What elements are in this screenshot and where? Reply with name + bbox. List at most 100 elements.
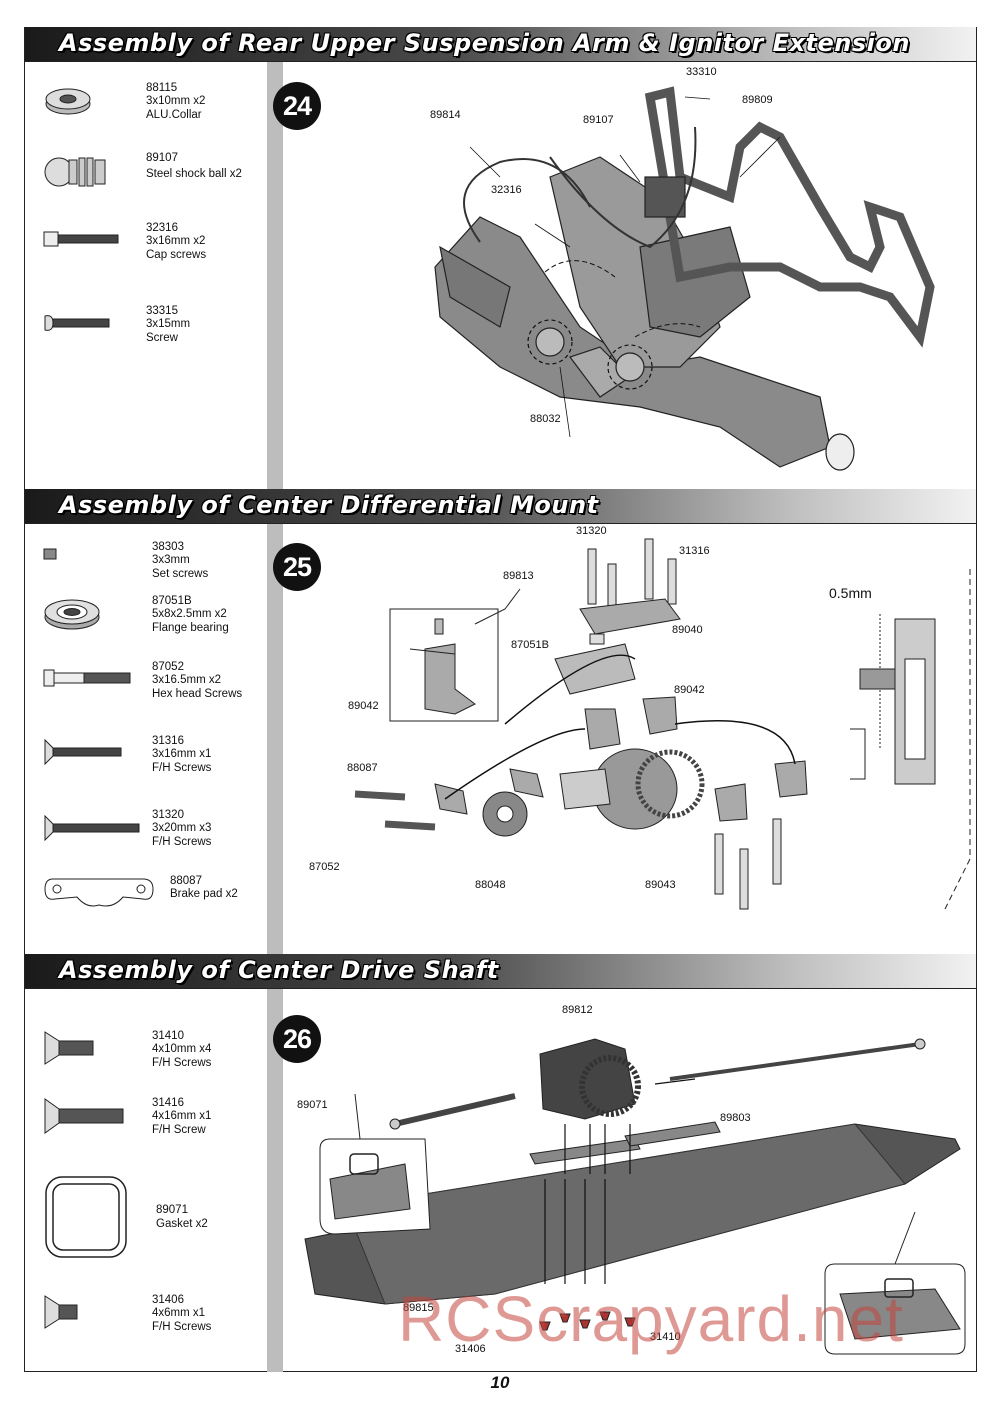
part-item: 88115 3x10mm x2 ALU.Collar: [25, 82, 265, 132]
part-description: 3x15mm Screw: [146, 318, 191, 344]
callout-label: 31406: [455, 1343, 486, 1355]
callout-label: 89040: [672, 624, 703, 636]
part-number: 87052: [152, 661, 184, 673]
flat-head-screw-icon: [44, 739, 122, 765]
callout-label: 88087: [347, 762, 378, 774]
center-diff-mount-diagram: [354, 538, 971, 910]
part-item: 31320 3x20mm x3 F/H Screws: [25, 809, 265, 854]
part-number: 89071: [156, 1204, 188, 1216]
step-badge: 26: [273, 1015, 321, 1063]
section-title: Assembly of Center Drive Shaft: [59, 956, 499, 984]
section-25: Assembly of Center Differential Mount 38…: [25, 489, 976, 954]
callout-label: 0.5mm: [829, 585, 872, 601]
flat-head-screw-icon: [44, 1098, 124, 1134]
part-description: Gasket x2: [156, 1218, 208, 1230]
callout-label: 89803: [720, 1112, 751, 1124]
part-number: 88087: [170, 875, 202, 887]
flat-head-screw-icon: [44, 1031, 94, 1065]
part-item: 31410 4x10mm x4 F/H Screws: [25, 1030, 265, 1075]
column-divider: [267, 524, 283, 954]
center-drive-shaft-diagram: [304, 1038, 966, 1355]
part-item: 33315 3x15mm Screw: [25, 305, 265, 355]
part-description: 3x16.5mm x2 Hex head Screws: [152, 674, 243, 700]
callout-label: 89043: [645, 879, 676, 891]
part-description: Steel shock ball x2: [146, 168, 242, 180]
section-banner: Assembly of Rear Upper Suspension Arm & …: [25, 27, 976, 62]
part-number: 31406: [152, 1294, 184, 1306]
callout-label: 89813: [503, 570, 534, 582]
section-title: Assembly of Center Differential Mount: [59, 491, 599, 519]
part-description: 4x16mm x1 F/H Screw: [152, 1110, 212, 1136]
part-number: 31320: [152, 809, 184, 821]
rear-suspension-diagram: [434, 86, 935, 471]
button-screw-icon: [44, 315, 110, 331]
part-number: 38303: [152, 541, 184, 553]
part-number: 87051B: [152, 595, 192, 607]
callout-label: 89809: [742, 94, 773, 106]
part-item: 31406 4x6mm x1 F/H Screws: [25, 1294, 265, 1339]
flange-bearing-icon: [44, 599, 100, 630]
part-item: 31416 4x16mm x1 F/H Screw: [25, 1097, 265, 1142]
part-number: 32316: [146, 222, 178, 234]
callout-label: 89814: [430, 109, 461, 121]
page-number: 10: [490, 1373, 510, 1392]
alu-collar-icon: [45, 88, 91, 115]
part-item: 88087 Brake pad x2: [25, 875, 265, 920]
part-item: 89107 Steel shock ball x2: [25, 152, 265, 202]
callout-label: 88032: [530, 413, 561, 425]
section-title: Assembly of Rear Upper Suspension Arm & …: [59, 29, 910, 57]
step-badge: 24: [273, 82, 321, 130]
callout-label: 89042: [674, 684, 705, 696]
column-divider: [267, 989, 283, 1372]
part-description: 3x10mm x2 ALU.Collar: [146, 95, 206, 121]
part-number: 88115: [146, 82, 178, 94]
part-item: 31316 3x16mm x1 F/H Screws: [25, 735, 265, 780]
column-divider: [267, 62, 283, 489]
part-item: 87052 3x16.5mm x2 Hex head Screws: [25, 661, 265, 706]
part-number: 33315: [146, 305, 178, 317]
hex-screw-icon: [43, 669, 131, 687]
part-number: 89107: [146, 152, 178, 164]
callout-label: 89812: [562, 1004, 593, 1016]
shock-ball-icon: [44, 157, 106, 187]
part-item: 89071 Gasket x2: [25, 1174, 265, 1258]
callout-label: 33310: [686, 66, 717, 78]
section-26: Assembly of Center Drive Shaft 31410 4x1…: [25, 954, 976, 1372]
part-number: 31316: [152, 735, 184, 747]
part-description: 3x3mm Set screws: [152, 554, 209, 580]
step-badge: 25: [273, 543, 321, 591]
section-banner: Assembly of Center Drive Shaft: [25, 954, 976, 989]
brake-pad-icon: [44, 878, 154, 907]
part-description: 3x20mm x3 F/H Screws: [152, 822, 212, 848]
callout-label: 89107: [583, 114, 614, 126]
part-description: 3x16mm x2 Cap screws: [146, 235, 207, 261]
callout-label: 89042: [348, 700, 379, 712]
callout-label: 31316: [679, 545, 710, 557]
callout-label: 31410: [650, 1331, 681, 1343]
callout-label: 87051B: [511, 639, 549, 651]
callout-label: 32316: [491, 184, 522, 196]
part-description: 3x16mm x1 F/H Screws: [152, 748, 212, 774]
cap-screw-icon: [43, 231, 119, 247]
callout-label: 31320: [576, 525, 607, 537]
part-item: 38303 3x3mm Set screws: [25, 541, 265, 586]
callout-label: 89815: [403, 1302, 434, 1314]
callout-label: 87052: [309, 861, 340, 873]
part-description: 4x6mm x1 F/H Screws: [152, 1307, 212, 1333]
set-screw-icon: [43, 548, 57, 560]
callout-label: 88048: [475, 879, 506, 891]
part-number: 31416: [152, 1097, 184, 1109]
part-description: 5x8x2.5mm x2 Flange bearing: [152, 608, 229, 634]
watermark: RCScrapyard.net: [398, 1283, 904, 1355]
part-number: 31410: [152, 1030, 184, 1042]
part-description: 4x10mm x4 F/H Screws: [152, 1043, 212, 1069]
section-24: Assembly of Rear Upper Suspension Arm & …: [25, 27, 976, 489]
section-banner: Assembly of Center Differential Mount: [25, 489, 976, 524]
part-description: Brake pad x2: [170, 888, 238, 900]
flat-head-screw-icon: [44, 1295, 78, 1329]
callout-label: 89071: [297, 1099, 328, 1111]
part-item: 32316 3x16mm x2 Cap screws: [25, 222, 265, 272]
gasket-icon: [45, 1176, 127, 1258]
flat-head-screw-icon: [44, 815, 140, 841]
part-item: 87051B 5x8x2.5mm x2 Flange bearing: [25, 595, 265, 640]
